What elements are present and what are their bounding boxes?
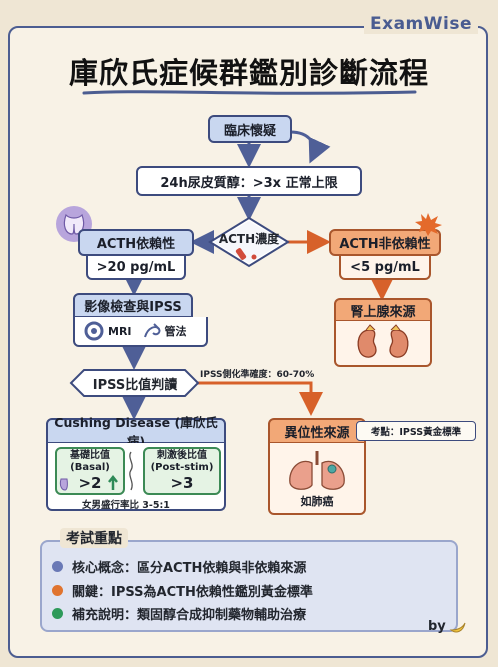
acth-dependent-label: ACTH依賴性 <box>96 237 176 252</box>
adrenal-image-box <box>334 321 432 367</box>
byline: by <box>428 619 467 634</box>
adrenal-source-label: 腎上腺來源 <box>350 304 416 320</box>
acth-dependent-node: ACTH依賴性 <box>78 229 194 256</box>
brand-logo: ExamWise <box>364 14 478 34</box>
acth-independent-label: ACTH非依賴性 <box>339 237 431 252</box>
ectopic-image-box: 如肺癌 <box>268 443 366 515</box>
exam-point-supplement: 補充說明：類固醇合成抑制藥物輔助治療 <box>52 604 306 623</box>
urine-cortisol-label: 24h尿皮質醇：>3x 正常上限 <box>160 175 338 191</box>
mri-label: MRI <box>108 324 132 338</box>
post-stim-ratio-value: >3 <box>170 474 194 492</box>
exam-point-key-text: 關鍵：IPSS為ACTH依賴性鑑別黃金標準 <box>72 585 313 600</box>
green-dot-icon <box>52 608 63 619</box>
ectopic-source-label: 異位性來源 <box>284 425 350 441</box>
cushing-disease-node: Cushing Disease (庫欣氏病) <box>46 415 226 449</box>
kidney-icon <box>357 324 409 358</box>
sex-ratio-note: 女男盛行率比 3-5:1 <box>82 500 170 511</box>
byline-text: by <box>428 619 446 634</box>
blue-dot-icon <box>52 561 63 572</box>
ipss-ratio-label: IPSS比值判讀 <box>92 377 178 393</box>
imaging-detail-box: MRI 管法 <box>73 317 208 347</box>
basal-ratio-value: >2 <box>78 474 102 492</box>
clinical-suspicion-node: 臨床懷疑 <box>208 115 292 143</box>
post-stim-ratio-sub: (Post-stim) <box>150 462 214 473</box>
banana-icon <box>449 622 466 632</box>
catheter-icon <box>143 323 160 338</box>
exam-points-title: 考試重點 <box>60 528 128 548</box>
acth-dependent-value: >20 pg/mL <box>86 256 186 280</box>
mri-scanner-icon <box>84 321 104 341</box>
acth-dependent-threshold: >20 pg/mL <box>96 259 176 275</box>
exam-point-core: 核心概念：區分ACTH依賴與非依賴來源 <box>52 557 306 576</box>
acth-independent-node: ACTH非依賴性 <box>329 229 441 256</box>
ipss-accuracy-note: IPSS側化準確度：60-70% <box>200 370 315 380</box>
adrenal-source-node: 腎上腺來源 <box>334 298 432 322</box>
post-stim-ratio-label: 刺激後比值 <box>157 450 207 461</box>
acth-independent-threshold: <5 pg/mL <box>350 259 420 275</box>
lung-icon <box>289 451 345 490</box>
exam-points-panel <box>40 540 458 632</box>
orange-dot-icon <box>52 585 63 596</box>
lung-cancer-label: 如肺癌 <box>300 495 334 508</box>
acth-independent-value: <5 pg/mL <box>339 256 431 280</box>
exam-point-supplement-text: 補充說明：類固醇合成抑制藥物輔助治療 <box>72 608 307 623</box>
exam-point-key: 關鍵：IPSS為ACTH依賴性鑑別黃金標準 <box>52 581 313 600</box>
basal-ratio-label: 基礎比值 <box>70 450 110 461</box>
urine-cortisol-node: 24h尿皮質醇：>3x 正常上限 <box>136 166 362 196</box>
ectopic-exam-tag: 考點：IPSS黃金標準 <box>356 421 476 441</box>
ectopic-exam-tag-label: 考點：IPSS黃金標準 <box>370 427 462 438</box>
clinical-suspicion-label: 臨床懷疑 <box>223 123 276 139</box>
catheter-label: 管法 <box>164 325 187 338</box>
page-title: 庫欣氏症候群鑑別診斷流程 <box>68 56 429 90</box>
exam-point-core-text: 核心概念：區分ACTH依賴與非依賴來源 <box>72 561 307 576</box>
ectopic-source-node: 異位性來源 <box>268 418 366 444</box>
post-stim-ratio-card: 刺激後比值 (Post-stim) >3 <box>143 447 221 495</box>
basal-ratio-sub: (Basal) <box>70 462 110 473</box>
imaging-ipss-label: 影像檢查與IPSS <box>84 300 182 315</box>
title-underline <box>82 90 417 95</box>
acth-level-label: ACTH濃度 <box>218 231 280 246</box>
